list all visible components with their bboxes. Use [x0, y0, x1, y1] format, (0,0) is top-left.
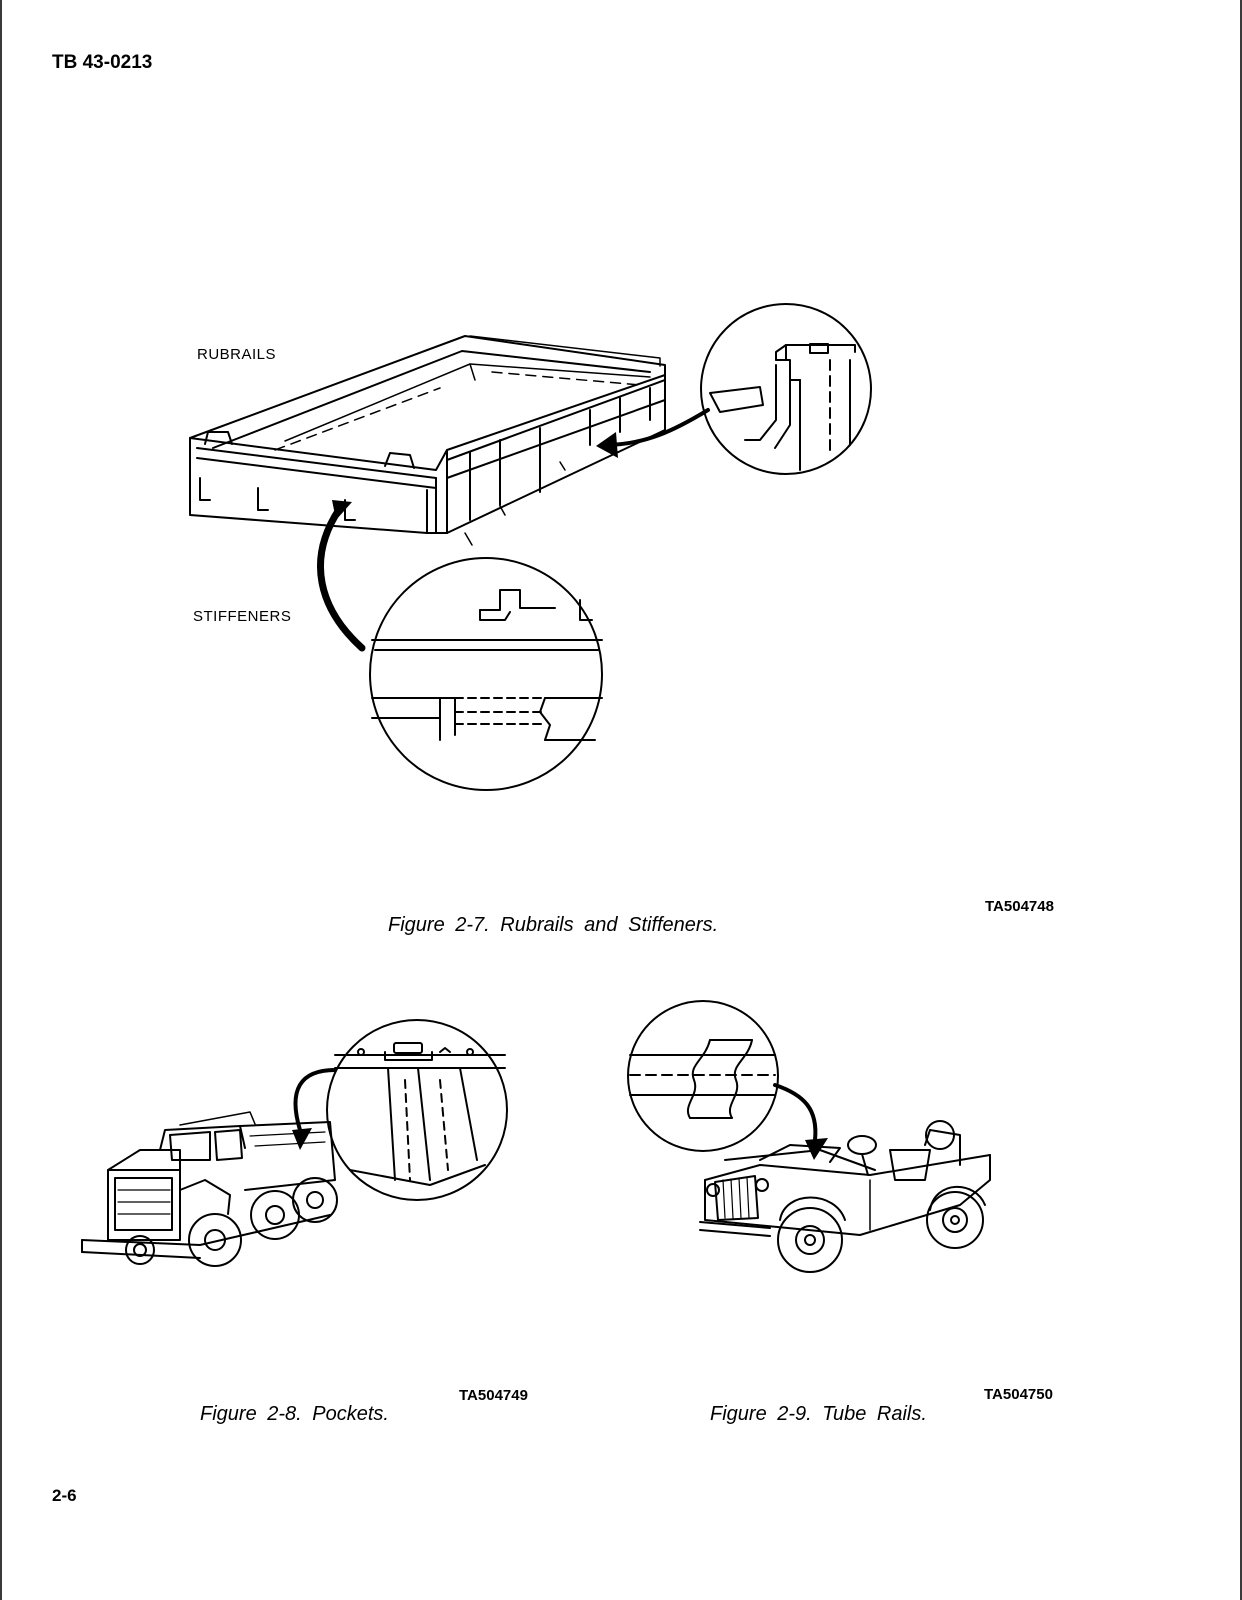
figure-2-9-caption: Figure 2-9. Tube Rails.: [710, 1403, 927, 1425]
cargo-bed-illustration: [190, 336, 665, 545]
rubrail-detail-circle: [701, 304, 871, 474]
figure-2-7-ta-code: TA504748: [985, 898, 1054, 915]
truck-illustration: [82, 1112, 337, 1266]
stiffener-detail-circle: [370, 558, 602, 790]
figure-2-8-caption: Figure 2-8. Pockets.: [200, 1403, 389, 1425]
pocket-detail-circle: [327, 1020, 507, 1200]
tube-rail-detail-circle: [628, 1001, 778, 1151]
page-number: 2-6: [52, 1486, 77, 1505]
figure-2-9-ta-code: TA504750: [984, 1386, 1053, 1403]
stiffeners-callout: STIFFENERS: [193, 608, 292, 625]
rubrails-callout: RUBRAILS: [197, 346, 277, 363]
jeep-illustration: [700, 1121, 990, 1272]
document-number: TB 43-0213: [52, 52, 153, 73]
figure-2-8-ta-code: TA504749: [459, 1387, 528, 1404]
figure-2-7-caption: Figure 2-7. Rubrails and Stiffeners.: [388, 914, 719, 936]
rubrail-arrow: [605, 410, 708, 445]
